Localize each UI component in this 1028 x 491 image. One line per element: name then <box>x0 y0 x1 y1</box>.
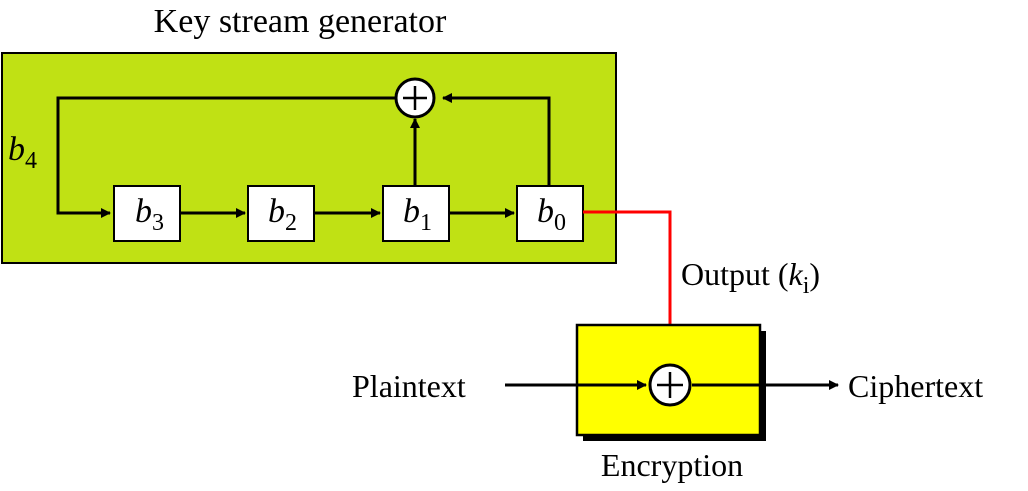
register-b0: b0 <box>516 185 584 242</box>
svg-text:b0: b0 <box>537 193 566 236</box>
encryption-xor-icon <box>648 363 692 407</box>
svg-text:b1: b1 <box>403 193 432 236</box>
ciphertext-label: Ciphertext <box>848 368 983 404</box>
svg-text:b3: b3 <box>135 193 164 236</box>
feedback-xor-icon <box>394 77 436 119</box>
register-b1: b1 <box>382 185 450 242</box>
generator-title: Key stream generator <box>154 3 447 40</box>
keystream-line <box>583 210 675 365</box>
register-b2: b2 <box>247 185 315 242</box>
tap-b0-line <box>442 93 551 185</box>
feedback-line <box>56 96 396 218</box>
feedback-label: b4 <box>8 131 37 174</box>
svg-text:b2: b2 <box>268 193 297 236</box>
plaintext-label: Plaintext <box>352 368 466 404</box>
encryption-label: Encryption <box>601 447 743 483</box>
register-b3: b3 <box>113 185 181 242</box>
output-label: Output (ki) <box>681 256 820 299</box>
